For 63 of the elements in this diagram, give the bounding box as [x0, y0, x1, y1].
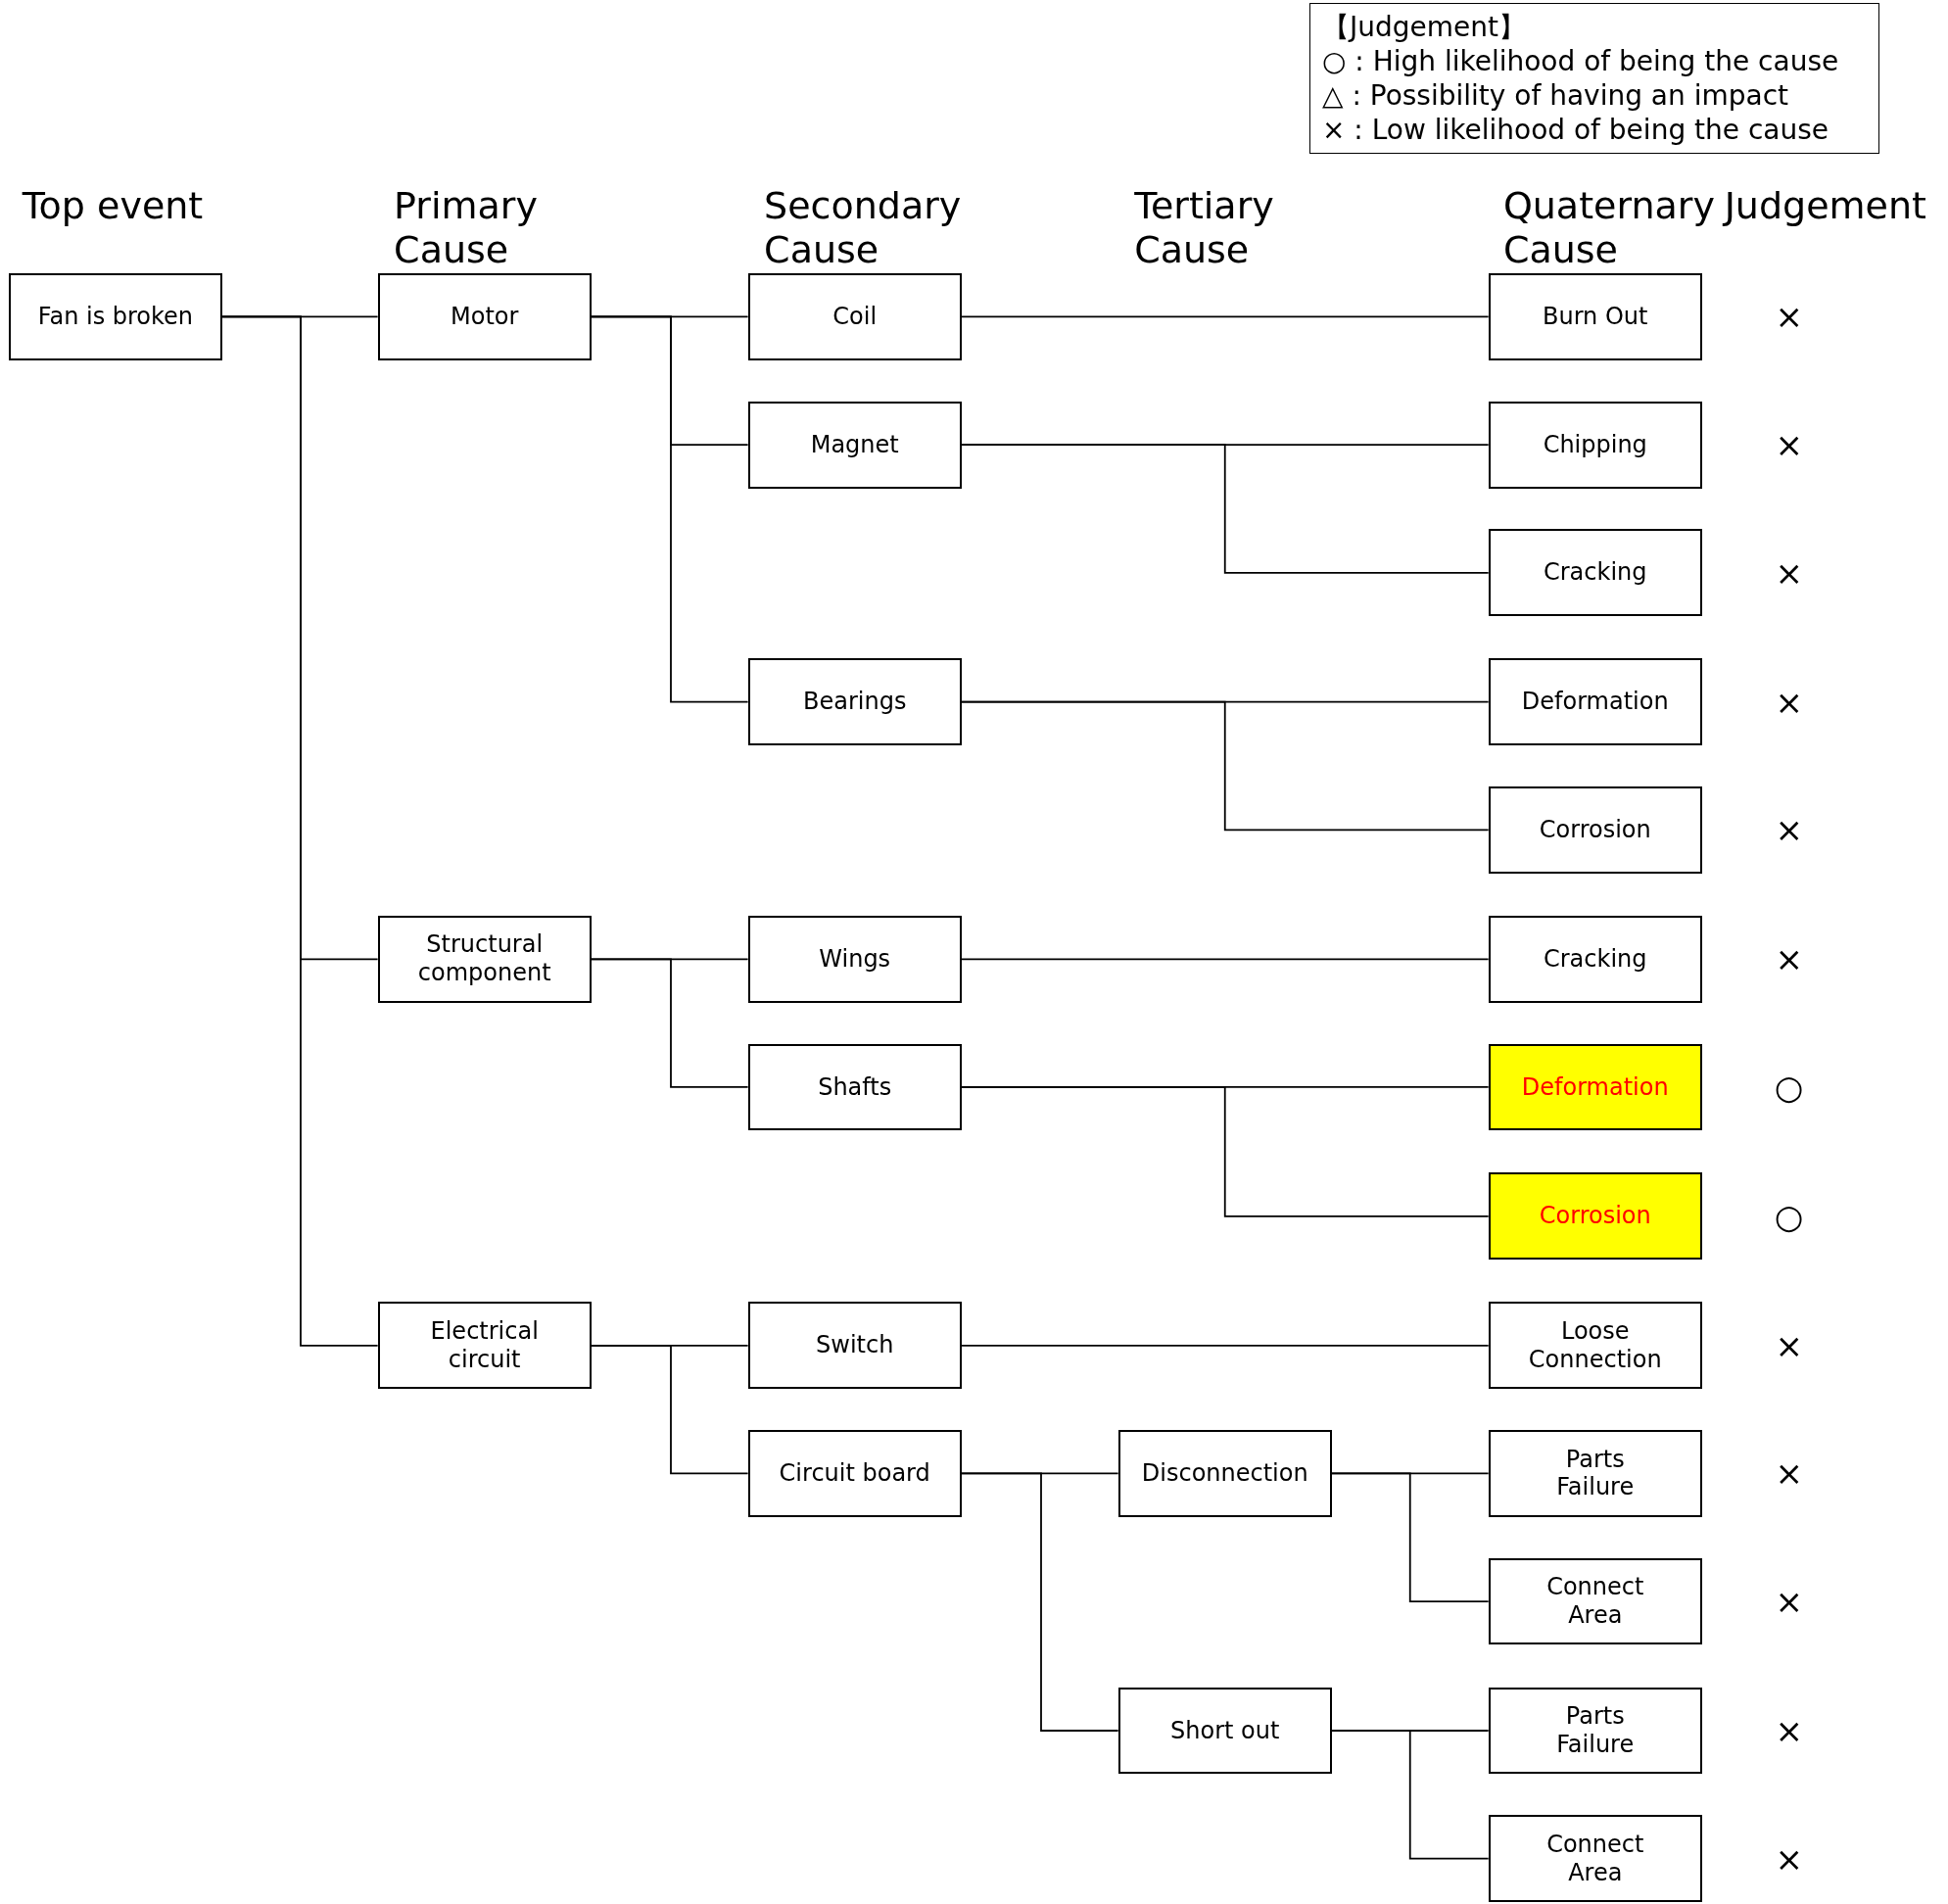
cause-box: Cracking	[1488, 915, 1702, 1003]
cause-box: Deformation	[1488, 658, 1702, 746]
column-heading: Primary Cause	[394, 183, 539, 273]
cause-box: Corrosion	[1488, 785, 1702, 874]
cause-box: Corrosion	[1488, 1172, 1702, 1261]
cause-box: Bearings	[747, 658, 962, 746]
legend-text: × : Low likelihood of being the cause	[1322, 112, 1829, 147]
connector-line	[221, 315, 379, 1347]
connector-line	[960, 1472, 1119, 1732]
connector-line	[1330, 1730, 1490, 1860]
cause-box: Loose Connection	[1488, 1302, 1702, 1390]
column-heading: Secondary Cause	[764, 183, 963, 273]
judgement-mark: ×	[1775, 300, 1803, 334]
cause-box: Connect Area	[1488, 1557, 1702, 1645]
connector-line	[1330, 1472, 1490, 1602]
judgement-mark: ×	[1775, 1841, 1803, 1876]
legend-title: 【Judgement】	[1322, 9, 1527, 44]
cause-box: Cracking	[1488, 529, 1702, 617]
cause-box: Fan is broken	[8, 273, 223, 360]
column-heading: Tertiary Cause	[1134, 183, 1275, 273]
legend-text: △ : Possibility of having an impact	[1322, 77, 1789, 113]
connector-line	[960, 1086, 1490, 1217]
connector-line	[590, 315, 749, 703]
judgement-mark: ×	[1775, 1585, 1803, 1619]
column-heading: Judgement	[1724, 183, 1927, 229]
judgement-mark: ×	[1775, 555, 1803, 590]
judgement-mark: ×	[1775, 428, 1803, 462]
cause-box: Switch	[747, 1302, 962, 1390]
cause-box: Circuit board	[747, 1430, 962, 1517]
cause-box: Parts Failure	[1488, 1687, 1702, 1775]
judgement-mark: ×	[1775, 1714, 1803, 1747]
judgement-mark: ○	[1774, 1199, 1804, 1233]
legend-box	[1309, 2, 1880, 155]
connector-line	[960, 315, 1490, 318]
connector-line	[960, 1344, 1490, 1347]
cause-box: Short out	[1117, 1687, 1332, 1775]
judgement-mark: ×	[1775, 1328, 1803, 1362]
cause-box: Burn Out	[1488, 273, 1702, 360]
judgement-mark: ×	[1775, 942, 1803, 976]
cause-box: Disconnection	[1117, 1430, 1332, 1517]
cause-box: Coil	[747, 273, 962, 360]
legend-text: ○ : High likelihood of being the cause	[1322, 43, 1840, 78]
connector-line	[590, 1344, 749, 1475]
judgement-mark: ×	[1775, 813, 1803, 847]
column-heading: Quaternary Cause	[1502, 183, 1715, 273]
judgement-mark: ×	[1775, 685, 1803, 719]
cause-box: Structural component	[377, 915, 592, 1003]
cause-box: Chipping	[1488, 401, 1702, 489]
cause-box: Deformation	[1488, 1043, 1702, 1131]
cause-box: Magnet	[747, 401, 962, 489]
cause-box: Parts Failure	[1488, 1430, 1702, 1517]
cause-box: Wings	[747, 915, 962, 1003]
connector-line	[960, 700, 1490, 832]
cause-box: Electrical circuit	[377, 1302, 592, 1390]
column-heading: Top event	[22, 183, 205, 229]
cause-box: Connect Area	[1488, 1815, 1702, 1903]
connector-line	[960, 958, 1490, 961]
cause-box: Shafts	[747, 1043, 962, 1131]
cause-box: Motor	[377, 273, 592, 360]
judgement-mark: ○	[1774, 1070, 1804, 1104]
judgement-mark: ×	[1775, 1456, 1803, 1491]
connector-line	[960, 444, 1490, 574]
connector-line	[590, 958, 749, 1088]
